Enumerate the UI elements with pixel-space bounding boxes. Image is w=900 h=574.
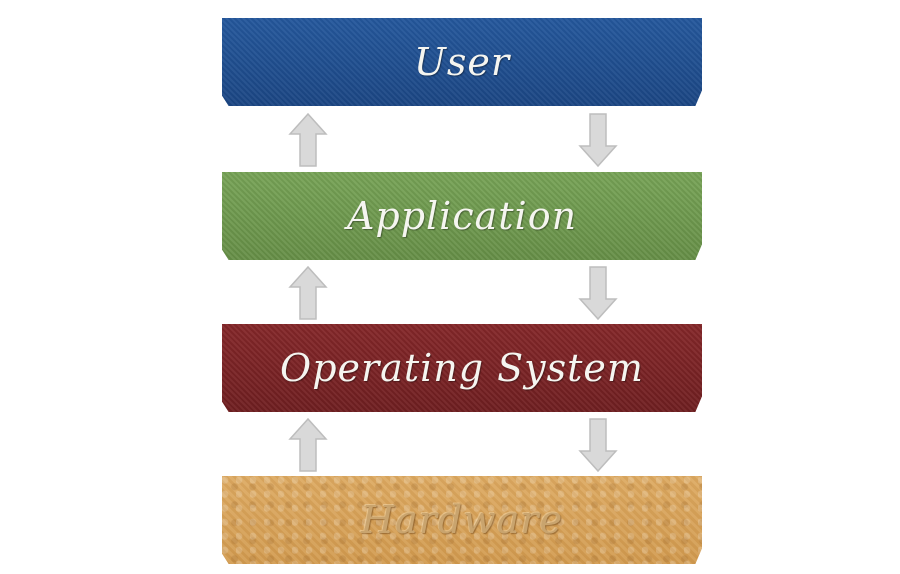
arrow-up-icon: [288, 265, 328, 321]
arrow-down-icon: [578, 417, 618, 473]
arrow-up-icon: [288, 112, 328, 168]
layer-application-label: Application: [346, 194, 578, 238]
layer-operating-system-label: Operating System: [280, 346, 644, 390]
arrow-down-icon: [578, 265, 618, 321]
layer-application: Application: [222, 172, 702, 260]
layer-hardware: Hardware: [222, 476, 702, 564]
arrow-down-icon: [578, 112, 618, 168]
layer-hardware-label: Hardware: [360, 498, 564, 542]
layer-operating-system: Operating System: [222, 324, 702, 412]
layer-user: User: [222, 18, 702, 106]
layer-user-label: User: [413, 40, 511, 84]
arrow-up-icon: [288, 417, 328, 473]
